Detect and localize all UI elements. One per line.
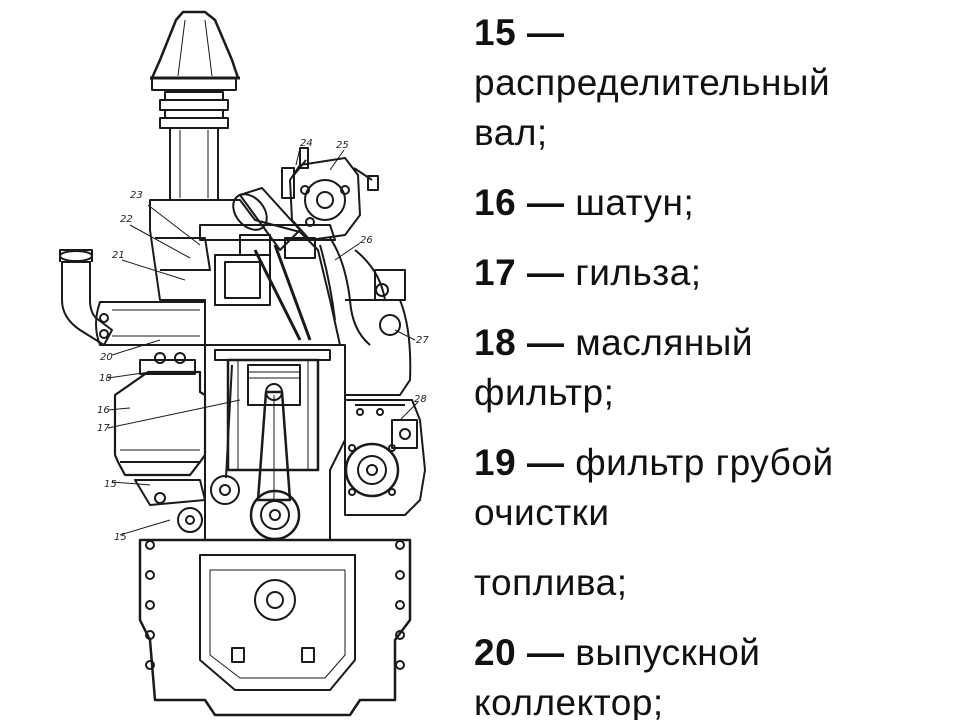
legend-number: 17 — [474, 252, 517, 293]
callout-15-bottom: 15 — [114, 532, 127, 543]
legend-dash: — — [526, 632, 565, 673]
legend-item-16: 16 — шатун; — [474, 178, 954, 228]
engine-block — [204, 344, 346, 541]
legend-item-19: 19 — фильтр грубой очистки — [474, 438, 954, 538]
crankcase-housing — [138, 538, 412, 717]
intake-manifold — [232, 147, 389, 346]
engine-cross-section-drawing: 15 15 16 17 18 19 20 21 22 23 24 25 26 2… — [59, 10, 429, 717]
exhaust-outlet — [59, 249, 113, 346]
callout-16: 16 — [97, 405, 110, 416]
legend-dash: — — [526, 12, 565, 53]
legend-number: 20 — [474, 632, 517, 673]
fuel-injection-pump — [344, 269, 426, 516]
legend-dash: — — [526, 182, 565, 223]
legend-text: вал; — [474, 112, 548, 153]
callout-26: 26 — [360, 235, 373, 246]
legend-item-17: 17 — гильза; — [474, 248, 954, 298]
callout-28: 28 — [414, 394, 427, 405]
oil-filter — [113, 352, 207, 533]
legend-item-18: 18 — масляный фильтр; — [474, 318, 954, 418]
legend-item-19-cont: топлива; — [474, 558, 954, 608]
legend-text: топлива; — [474, 562, 628, 603]
callout-labels: 15 15 16 17 18 19 20 21 22 23 24 25 26 2… — [97, 138, 429, 543]
legend-item-15: 15 — распределительный вал; — [474, 8, 954, 158]
callout-20: 20 — [100, 352, 113, 363]
legend-number: 18 — [474, 322, 517, 363]
callout-21: 21 — [112, 250, 125, 261]
callout-17: 17 — [97, 423, 110, 434]
callout-15: 15 — [104, 479, 117, 490]
callout-18: 18 — [99, 373, 112, 384]
legend-text: шатун; — [575, 182, 695, 223]
cylinder-head — [95, 199, 341, 346]
callout-23: 23 — [130, 190, 143, 201]
callout-24: 24 — [300, 138, 313, 149]
legend-dash: — — [526, 322, 565, 363]
legend-number: 19 — [474, 442, 517, 483]
legend-text: масляный — [575, 322, 754, 363]
legend-number: 15 — [474, 12, 517, 53]
callout-22: 22 — [120, 214, 133, 225]
legend-text: фильтр грубой — [575, 442, 834, 483]
legend-text: фильтр; — [474, 372, 615, 413]
legend-text: очистки — [474, 492, 610, 533]
legend-number: 16 — [474, 182, 517, 223]
legend-text: гильза; — [575, 252, 702, 293]
legend-item-20: 20 — выпускной коллектор; — [474, 628, 954, 720]
legend-text: коллектор; — [474, 682, 664, 720]
callout-27: 27 — [416, 335, 429, 346]
legend-dash: — — [526, 252, 565, 293]
parts-legend: 15 — распределительный вал; 16 — шатун; … — [474, 8, 954, 720]
callout-25: 25 — [336, 140, 349, 151]
air-cleaner — [150, 10, 240, 201]
legend-text: выпускной — [575, 632, 761, 673]
legend-text: распределительный — [474, 62, 831, 103]
legend-dash: — — [526, 442, 565, 483]
